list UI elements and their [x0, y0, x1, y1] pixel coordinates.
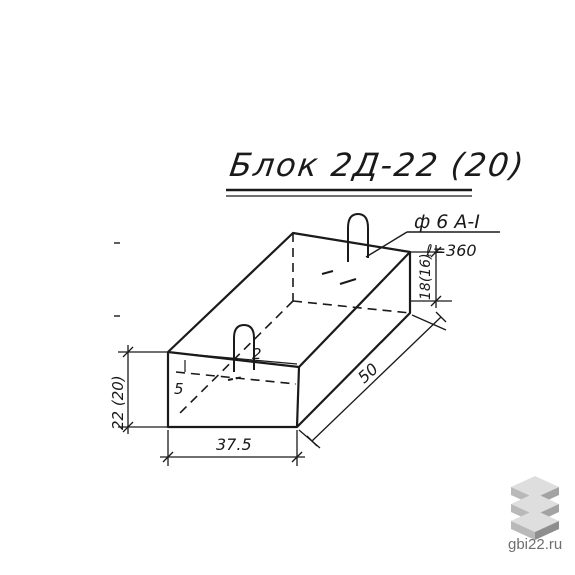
width-label: 37.5	[216, 435, 252, 454]
hidden-edges	[175, 233, 411, 416]
lifting-loop-back	[321, 212, 369, 285]
loop-count-label: 2	[252, 345, 262, 363]
height-dimension	[118, 345, 168, 434]
site-watermark[interactable]: gbi22.ru	[508, 536, 563, 553]
side-height-label: 18(16)	[418, 253, 434, 300]
title-underline	[226, 188, 472, 197]
rebar-spec-label: ф 6 А-I	[414, 211, 480, 233]
length-dimension	[298, 311, 447, 449]
side-height-dimension	[410, 245, 452, 308]
lifting-loop-front	[227, 323, 255, 381]
rebar-length-label: ℓ=360	[425, 241, 477, 260]
rebar-leader	[365, 231, 500, 258]
stray-marks	[114, 242, 120, 317]
offset-label: 5	[174, 380, 184, 398]
height-label: 22 (20)	[109, 375, 127, 430]
block-outline	[166, 231, 412, 429]
width-dimension	[160, 430, 305, 466]
length-label: 50	[354, 359, 382, 387]
slab-stack-icon	[511, 476, 559, 540]
